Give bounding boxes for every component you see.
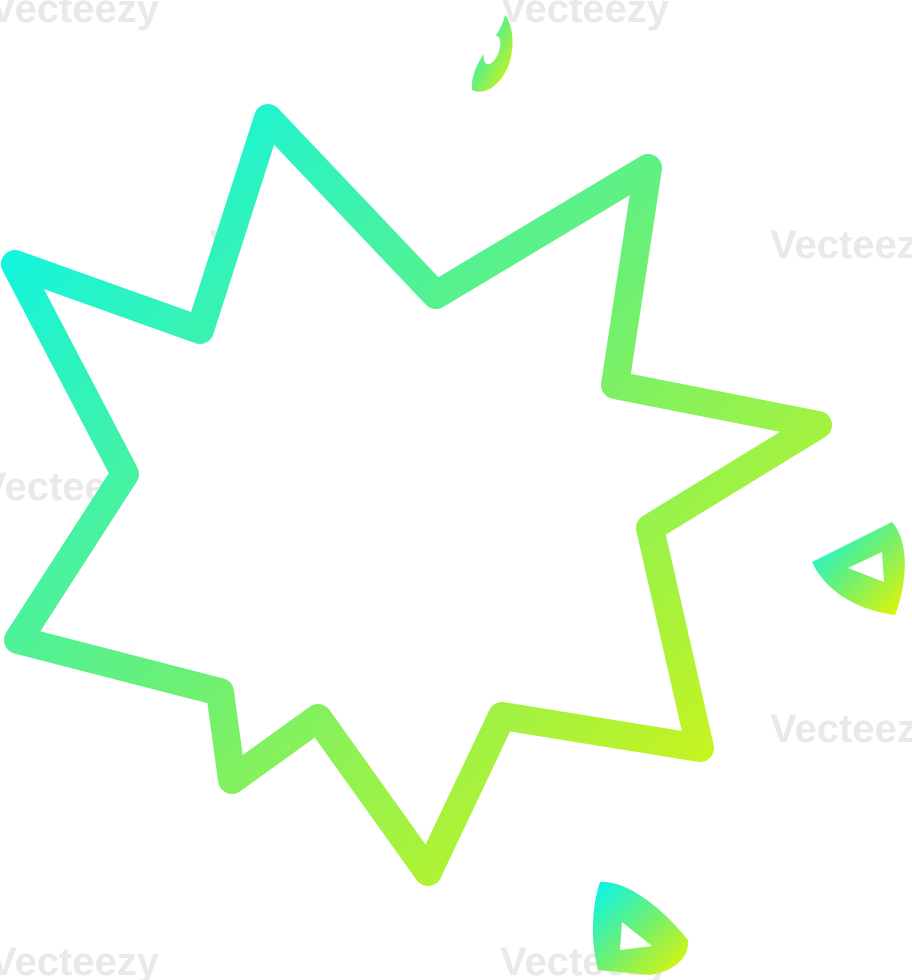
burst-outline [1, 104, 832, 886]
debris-fragment-icon [592, 881, 689, 975]
watermark-text: Vecteezy [0, 0, 160, 31]
debris-fragment-hole [620, 922, 652, 950]
debris-fragment-hole [848, 552, 884, 582]
watermark-text: Vecteezy [770, 223, 912, 267]
droplet-highlight [483, 35, 501, 65]
watermark-text: Vecteezy [500, 0, 670, 31]
watermark-text: Vecteezy [0, 940, 160, 980]
watermark-text: Vecteezy [770, 707, 912, 751]
